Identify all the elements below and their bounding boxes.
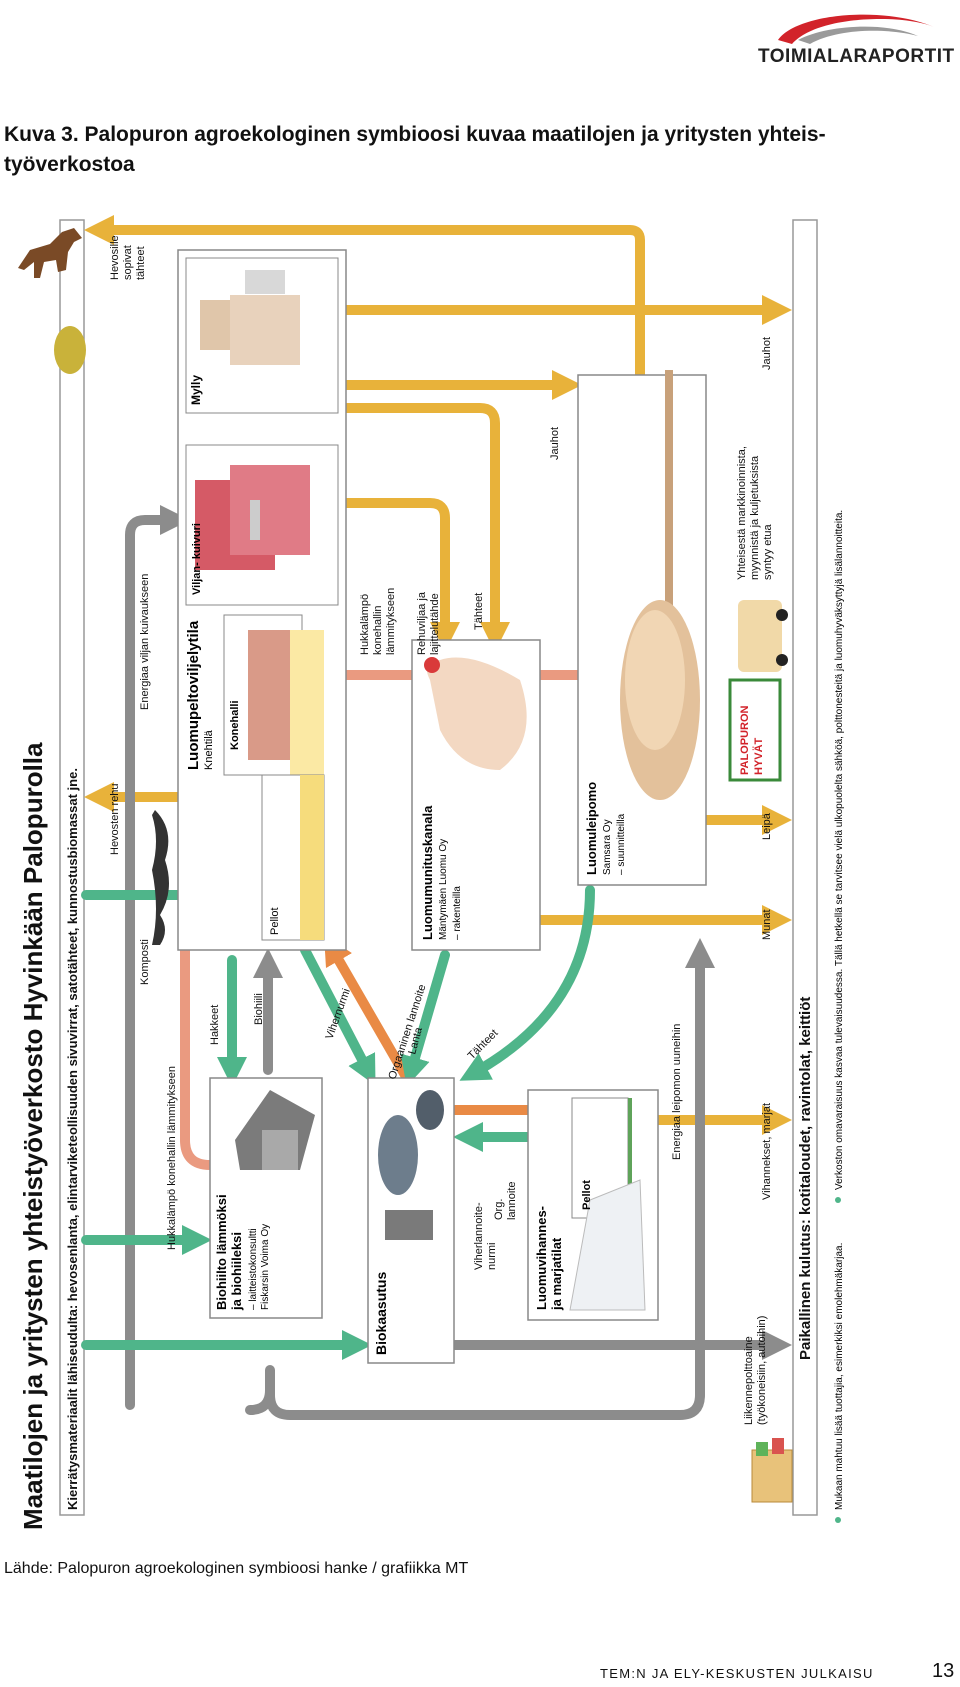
machinery-hall-label: Konehalli [229, 700, 241, 750]
footnote-2: Verkoston omavaraisuus kasvaa tulevaisuu… [834, 510, 845, 1190]
page-number: 13 [932, 1660, 955, 1682]
biochar-note-2: Fiskarsin Voima Oy [260, 1224, 271, 1310]
flow-organic-fertilizer [324, 934, 410, 1080]
flow-green-grass [300, 945, 376, 1086]
poultry-note: – rakenteilla [452, 886, 463, 940]
node-bakery: Luomuleipomo Samsara Oy – suunnitteilla [577, 370, 707, 886]
caption-line-2: työverkostoa [4, 153, 135, 176]
label-marketing-2: myynnistä ja kuljetuksista [749, 455, 761, 580]
label-horse-residues-1: Hevosille [109, 235, 121, 280]
fields-label: Pellot [269, 907, 281, 935]
flow-oven-energy [265, 938, 715, 1420]
node-fields: Pellot [261, 630, 325, 941]
label-waste-heat-hall-3: lämmitykseen [385, 588, 397, 655]
label-traffic-fuel-2: (työkoneisiin, autoihin) [756, 1316, 768, 1425]
label-drying-energy: Energiaa viljan kuivaukseen [139, 574, 151, 710]
logo-swoosh-icon [778, 14, 936, 44]
label-green-manure-2: nurmi [486, 1242, 498, 1270]
input-bar-label: Kierrätysmateriaalit lähiseudulta: hevos… [65, 768, 80, 1510]
label-traffic-fuel-1: Liikennepolttoaine [743, 1336, 755, 1425]
label-marketing-1: Yhteisestä markkinoinnista, [736, 446, 748, 580]
node-poultry-farm: Luomumunituskanala Mäntymäen Luomu Oy – … [411, 639, 541, 951]
node-mill: Mylly [185, 257, 339, 414]
bakery-subtitle: Samsara Oy [602, 819, 613, 875]
veg-fields-label: Pellot [581, 1180, 593, 1210]
brand-sign-label: PALOPURON [739, 705, 751, 775]
footnote-bullet-1 [835, 1517, 841, 1523]
label-residues: Tähteet [473, 593, 485, 630]
label-org-fertilizer-1: Org. [493, 1199, 505, 1220]
diagram-title: Maatilojen ja yritysten yhteistyöverkost… [18, 742, 48, 1530]
label-wood-chips: Hakkeet [209, 1005, 221, 1045]
biochar-title-2: ja biohiileksi [229, 1232, 244, 1311]
label-horse-residues-2: sopivat [122, 245, 134, 280]
node-vegetable-farms: Luomuvihannes- ja marjatilat Pellot [527, 1089, 659, 1321]
bakery-title: Luomuleipomo [584, 782, 599, 875]
mill-label: Mylly [189, 375, 203, 405]
label-waste-heat-biochar: Hukkalämpö konehallin lämmitykseen [166, 1066, 178, 1250]
shopping-bag-icon [751, 1438, 793, 1503]
label-oven-energy: Energiaa leipomon uuneihin [671, 1024, 683, 1160]
node-biogas: Biokaasutus [367, 1077, 455, 1364]
delivery-van-icon [738, 600, 788, 672]
label-vegetables: Vihannekset, marjat [761, 1103, 773, 1200]
label-horse-feed: Hevosten rehu [109, 783, 121, 855]
label-biochar: Biohiili [253, 993, 265, 1025]
footnote-1: Mukaan mahtuu lisää tuottajia, esimerkik… [834, 1243, 845, 1510]
compost-pile-icon [152, 810, 169, 945]
horse-icon [18, 228, 82, 278]
figure-caption: Kuva 3. Palopuron agroekologinen symbioo… [4, 120, 904, 180]
brand-sign: PALOPURON HYVÄT [728, 678, 782, 782]
node-grain-dryer: Viljan- kuivuri [185, 444, 339, 606]
source-note: Lähde: Palopuron agroekologinen symbioos… [4, 1560, 469, 1577]
publisher-logo: TOIMIALARAPORTIT [758, 4, 954, 74]
node-machinery-hall: Konehalli [223, 614, 303, 776]
label-marketing-3: syntyy etua [762, 523, 774, 580]
footnote-bullet-2 [835, 1197, 841, 1203]
biogas-title: Biokaasutus [373, 1272, 389, 1355]
node-biochar: Biohiilto lämmöksi ja biohiileksi – lait… [209, 1077, 323, 1319]
label-green-manure-1: Viherlannoite- [473, 1202, 485, 1270]
output-bar-label: Paikallinen kulutus: kotitaloudet, ravin… [797, 997, 814, 1360]
flow-drying-energy [125, 505, 190, 1410]
brand-sign-label-2: HYVÄT [752, 737, 765, 775]
field-crop-title: Luomupeltoviljelytila [185, 620, 202, 770]
biochar-title-1: Biohiilto lämmöksi [214, 1194, 229, 1310]
flow-mill-to-poultry [340, 403, 510, 652]
input-bar [59, 219, 85, 1516]
hay-bale-icon [54, 326, 86, 374]
flow-arrows [81, 215, 792, 1420]
flow-horse-residues [84, 215, 645, 380]
flow-bakery-residues [459, 885, 595, 1081]
footer-publisher: TEM:N JA ELY-KESKUSTEN JULKAISU [600, 1666, 874, 1681]
grain-dryer-label: Viljan- kuivuri [191, 523, 203, 595]
label-bread: Leipä [761, 812, 773, 840]
biochar-note-1: – laitteistokonsultti [248, 1228, 259, 1310]
label-flour-right: Jauhot [761, 337, 773, 370]
flow-dryer-to-poultry [335, 498, 460, 652]
label-waste-heat-hall-2: konehallin [372, 605, 384, 655]
label-org-fertilizer-2: lannoite [506, 1181, 518, 1220]
logo-text: TOIMIALARAPORTIT [758, 46, 955, 67]
symbiosis-diagram: Maatilojen ja yritysten yhteistyöverkost… [18, 215, 845, 1530]
poultry-title: Luomumunituskanala [420, 805, 435, 940]
label-compost: Komposti [139, 939, 151, 985]
bakery-note: – suunnitteilla [616, 813, 627, 875]
label-feed-grain-1: Rehuviljaa ja [416, 591, 428, 655]
caption-line-1: Kuva 3. Palopuron agroekologinen symbioo… [4, 123, 826, 146]
field-crop-subtitle: Knehtilä [203, 729, 215, 770]
vegetable-title-1: Luomuvihannes- [534, 1206, 549, 1310]
label-flour-top: Jauhot [549, 427, 561, 460]
vegetable-title-2: ja marjatilat [549, 1237, 564, 1311]
footnotes: Mukaan mahtuu lisää tuottajia, esimerkik… [834, 510, 845, 1523]
flow-manure [400, 950, 450, 1087]
label-horse-residues-3: tähteet [135, 246, 147, 280]
poultry-subtitle: Mäntymäen Luomu Oy [438, 839, 449, 940]
label-feed-grain-2: lajittelutähde [429, 593, 441, 655]
output-bar [792, 219, 818, 1516]
label-eggs: Munat [761, 909, 773, 940]
label-waste-heat-hall-1: Hukkalämpö [359, 594, 371, 655]
